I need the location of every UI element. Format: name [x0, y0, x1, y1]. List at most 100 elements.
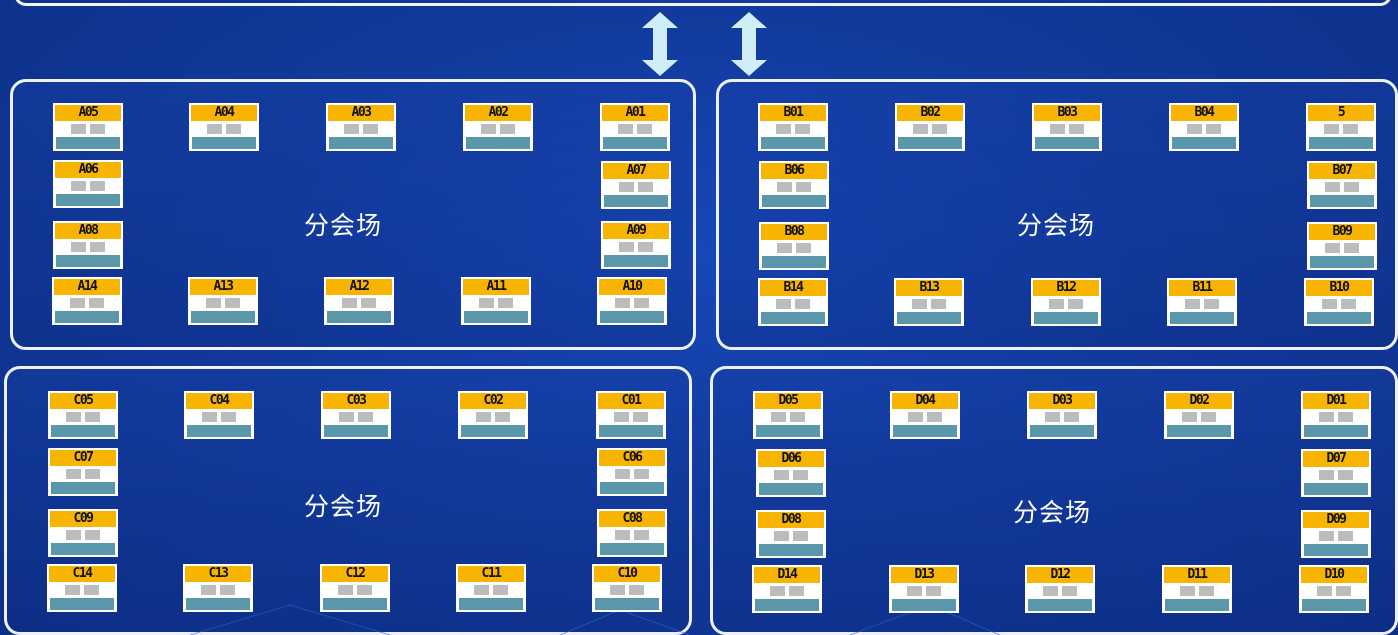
table[interactable]: A03	[326, 103, 396, 151]
table-label: D14	[754, 567, 820, 583]
table[interactable]: C03	[321, 391, 391, 439]
table[interactable]: C08	[597, 509, 667, 557]
table[interactable]: A06	[53, 160, 123, 208]
table[interactable]: B07	[1307, 161, 1377, 209]
seat	[638, 182, 653, 192]
desk	[1172, 137, 1236, 149]
table[interactable]: A11	[461, 277, 531, 325]
table-label: A06	[55, 162, 121, 178]
double-arrow-icon	[731, 12, 767, 76]
seat	[793, 470, 808, 480]
table[interactable]: A12	[324, 277, 394, 325]
desk	[600, 311, 664, 323]
desk	[1035, 137, 1099, 149]
desk	[604, 195, 668, 207]
table-label: 5	[1308, 105, 1374, 121]
table[interactable]: C11	[456, 564, 526, 612]
table[interactable]: B10	[1304, 278, 1374, 326]
seat	[70, 298, 85, 308]
table[interactable]: A01	[600, 103, 670, 151]
table[interactable]: D03	[1027, 391, 1097, 439]
desk	[761, 137, 825, 149]
desk	[1307, 312, 1371, 324]
table-label: A03	[328, 105, 394, 121]
table[interactable]: A13	[188, 277, 258, 325]
table[interactable]: B08	[759, 222, 829, 270]
table[interactable]: D11	[1162, 565, 1232, 613]
table-label: C12	[322, 566, 388, 582]
seat	[1045, 412, 1060, 422]
seat	[85, 469, 100, 479]
table[interactable]: A05	[53, 103, 123, 151]
table[interactable]: B09	[1307, 222, 1377, 270]
table[interactable]: D10	[1299, 565, 1369, 613]
table-label: A10	[599, 279, 665, 295]
table[interactable]: B14	[758, 278, 828, 326]
table[interactable]: D05	[753, 391, 823, 439]
table[interactable]: C07	[48, 448, 118, 496]
desk	[759, 544, 823, 556]
desk	[327, 311, 391, 323]
table[interactable]: D01	[1301, 391, 1371, 439]
table[interactable]: D04	[890, 391, 960, 439]
table[interactable]: C04	[184, 391, 254, 439]
seat	[618, 124, 633, 134]
seat	[634, 469, 649, 479]
table[interactable]: C02	[458, 391, 528, 439]
table[interactable]: D14	[752, 565, 822, 613]
desk	[55, 311, 119, 323]
seat	[777, 243, 792, 253]
table[interactable]: D06	[756, 449, 826, 497]
table[interactable]: A04	[189, 103, 259, 151]
table[interactable]: C01	[596, 391, 666, 439]
desk	[1030, 425, 1094, 437]
table-label: D08	[758, 512, 824, 528]
seat	[774, 470, 789, 480]
table[interactable]: D02	[1164, 391, 1234, 439]
table[interactable]: C12	[320, 564, 390, 612]
table[interactable]: A10	[597, 277, 667, 325]
table[interactable]: B03	[1032, 103, 1102, 151]
seat	[479, 298, 494, 308]
table[interactable]: D12	[1025, 565, 1095, 613]
table[interactable]: B02	[895, 103, 965, 151]
table[interactable]: B12	[1031, 278, 1101, 326]
table[interactable]: A08	[53, 221, 123, 269]
table[interactable]: A09	[601, 221, 671, 269]
table[interactable]: C09	[48, 509, 118, 557]
table[interactable]: B11	[1167, 278, 1237, 326]
table[interactable]: A14	[52, 277, 122, 325]
table[interactable]: C10	[592, 564, 662, 612]
table[interactable]: A02	[463, 103, 533, 151]
table[interactable]: C05	[48, 391, 118, 439]
table[interactable]: 5	[1306, 103, 1376, 151]
table-label: C11	[458, 566, 524, 582]
table[interactable]: B06	[759, 161, 829, 209]
table[interactable]: B04	[1169, 103, 1239, 151]
table[interactable]: C14	[47, 564, 117, 612]
seat	[71, 181, 86, 191]
table-label: A11	[463, 279, 529, 295]
table[interactable]: C06	[597, 448, 667, 496]
desk	[56, 255, 120, 267]
seat	[493, 585, 508, 595]
table[interactable]: B13	[894, 278, 964, 326]
seat	[913, 124, 928, 134]
table-label: B02	[897, 105, 963, 121]
table[interactable]: A07	[601, 161, 671, 209]
table[interactable]: D13	[889, 565, 959, 613]
desk	[50, 598, 114, 610]
table[interactable]: D09	[1301, 510, 1371, 558]
seat	[1344, 182, 1359, 192]
table[interactable]: C13	[183, 564, 253, 612]
table[interactable]: B01	[758, 103, 828, 151]
seat	[363, 124, 378, 134]
table[interactable]: D07	[1301, 449, 1371, 497]
table[interactable]: D08	[756, 510, 826, 558]
table-label: C05	[50, 393, 116, 409]
table-label: B01	[760, 105, 826, 121]
seat	[221, 412, 236, 422]
table-label: C13	[185, 566, 251, 582]
seat	[927, 412, 942, 422]
hall-label: 分会场	[304, 211, 383, 240]
